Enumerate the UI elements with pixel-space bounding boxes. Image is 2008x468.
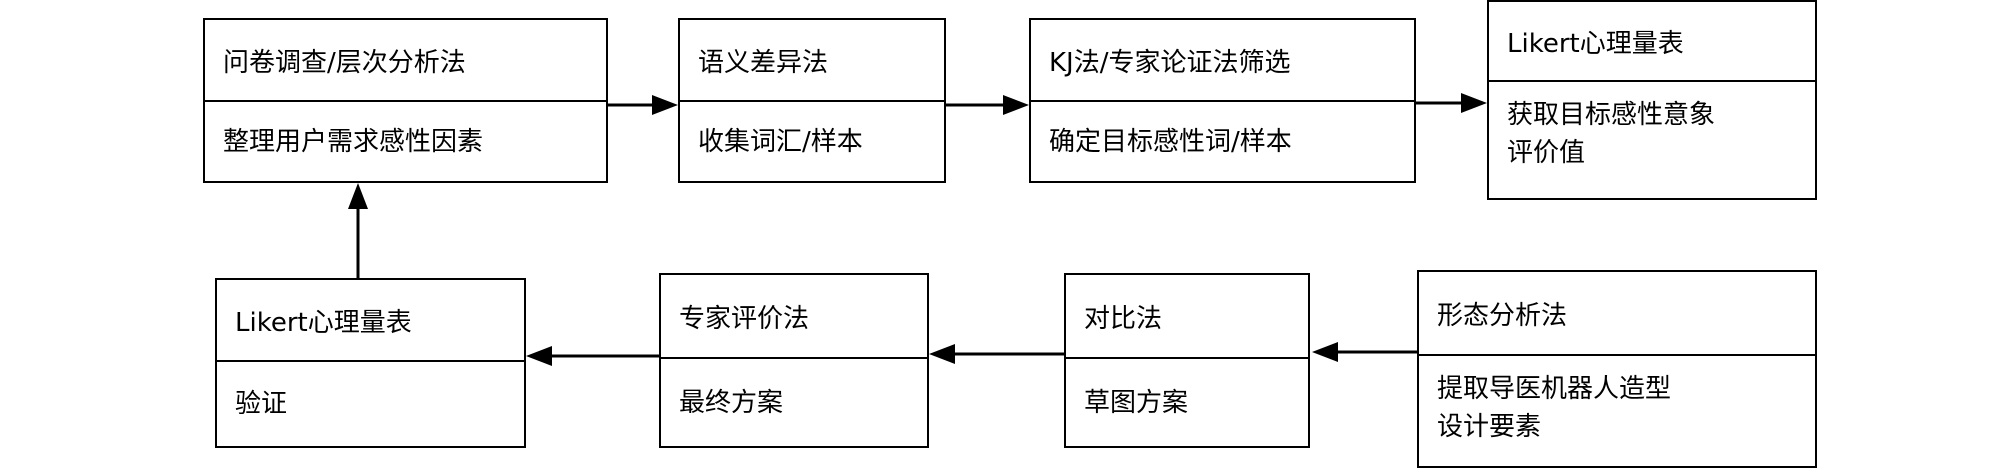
arrow-right-3 bbox=[1416, 93, 1487, 113]
arrow-up-1 bbox=[348, 183, 368, 278]
step-result: 收集词汇/样本 bbox=[698, 126, 863, 157]
step-method: 问卷调查/层次分析法 bbox=[205, 20, 606, 102]
arrow-left-2 bbox=[929, 344, 1064, 364]
step-box-semantic-differential: 语义差异法 收集词汇/样本 bbox=[678, 18, 946, 183]
arrow-right-1 bbox=[608, 95, 678, 115]
step-method: 专家评价法 bbox=[661, 275, 927, 359]
step-box-expert-evaluation: 专家评价法 最终方案 bbox=[659, 273, 929, 448]
step-method: Likert心理量表 bbox=[1489, 2, 1815, 82]
step-method: Likert心理量表 bbox=[217, 280, 524, 362]
step-method: 形态分析法 bbox=[1419, 272, 1815, 356]
step-result: 确定目标感性词/样本 bbox=[1049, 126, 1292, 157]
step-result: 草图方案 bbox=[1084, 387, 1189, 418]
step-box-morphological-analysis: 形态分析法 提取导医机器人造型 设计要素 bbox=[1417, 270, 1817, 468]
step-method: KJ法/专家论证法筛选 bbox=[1031, 20, 1414, 102]
arrow-left-3 bbox=[526, 346, 659, 366]
arrow-right-2 bbox=[946, 95, 1029, 115]
step-box-likert-evaluation: Likert心理量表 获取目标感性意象 评价值 bbox=[1487, 0, 1817, 200]
step-box-questionnaire: 问卷调查/层次分析法 整理用户需求感性因素 bbox=[203, 18, 608, 183]
arrow-left-1 bbox=[1312, 342, 1417, 362]
step-method: 语义差异法 bbox=[680, 20, 944, 102]
step-box-comparison: 对比法 草图方案 bbox=[1064, 273, 1310, 448]
step-result: 获取目标感性意象 评价值 bbox=[1507, 100, 1716, 168]
step-method: 对比法 bbox=[1066, 275, 1308, 359]
step-result: 整理用户需求感性因素 bbox=[223, 126, 484, 157]
step-box-likert-verification: Likert心理量表 验证 bbox=[215, 278, 526, 448]
step-result: 最终方案 bbox=[679, 387, 784, 418]
step-result: 提取导医机器人造型 设计要素 bbox=[1437, 374, 1672, 442]
step-result: 验证 bbox=[235, 389, 288, 419]
step-box-kj-method: KJ法/专家论证法筛选 确定目标感性词/样本 bbox=[1029, 18, 1416, 183]
